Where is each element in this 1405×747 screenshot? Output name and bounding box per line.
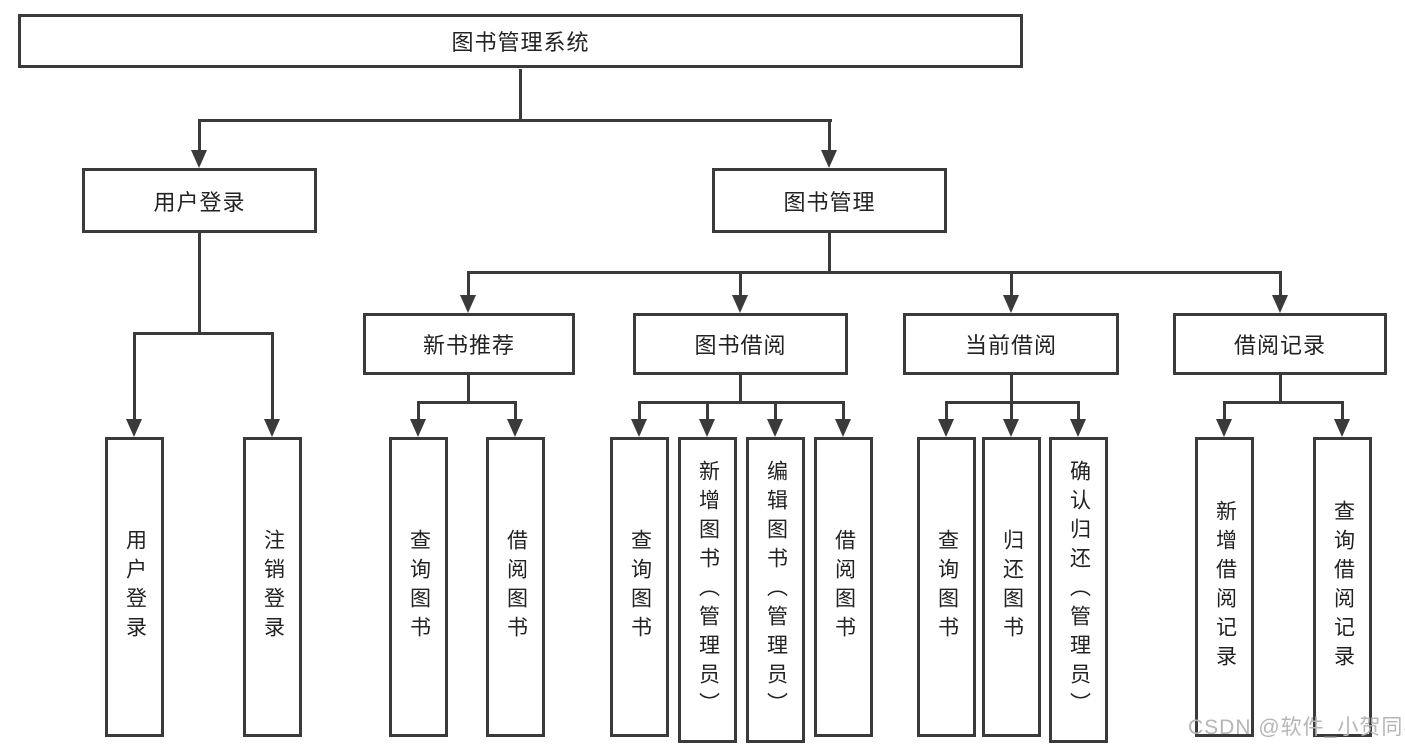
connector-line [417, 401, 420, 423]
arrowhead-down-icon [1003, 419, 1019, 437]
connector-line [1010, 401, 1013, 423]
arrowhead-down-icon [699, 419, 715, 437]
leaf-return-book: 归还图书 [982, 437, 1041, 737]
arrowhead-down-icon [1216, 419, 1232, 437]
leaf-add-borrow-record: 新增借阅记录 [1195, 437, 1254, 737]
leaf-query-book-2: 查询图书 [610, 437, 669, 737]
connector-line [828, 119, 831, 153]
connector-line [467, 271, 470, 301]
watermark: CSDN @软件_小贺同学 [1188, 716, 1405, 739]
connector-line [1341, 401, 1344, 423]
connector-line [514, 401, 517, 423]
arrowhead-down-icon [835, 419, 851, 437]
leaf-query-book-3: 查询图书 [917, 437, 976, 737]
arrowhead-down-icon [460, 295, 476, 313]
arrowhead-down-icon [410, 419, 426, 437]
connector-line [198, 119, 832, 122]
leaf-query-book-3-label: 查询图书 [935, 529, 959, 645]
connector-line [774, 401, 777, 423]
node-book-management: 图书管理 [712, 168, 947, 233]
node-book-borrow-label: 图书借阅 [694, 333, 787, 358]
connector-line [638, 401, 641, 423]
connector-line [842, 401, 845, 423]
leaf-logout-label: 注销登录 [261, 529, 285, 645]
node-new-book-recommend: 新书推荐 [363, 313, 575, 375]
connector-line [1223, 401, 1226, 423]
leaf-edit-book-admin-label: 编辑图书（管理员） [764, 459, 788, 721]
node-borrow-records: 借阅记录 [1173, 313, 1387, 375]
connector-line [198, 119, 201, 153]
leaf-add-book-admin-label: 新增图书（管理员） [696, 459, 720, 721]
arrowhead-down-icon [1070, 419, 1086, 437]
connector-line [638, 401, 845, 404]
arrowhead-down-icon [126, 419, 142, 437]
leaf-user-login-label: 用户登录 [123, 529, 147, 645]
leaf-borrow-book-1: 借阅图书 [486, 437, 545, 737]
connector-line [133, 332, 136, 422]
leaf-borrow-book-2-label: 借阅图书 [832, 529, 856, 645]
connector-line [467, 271, 1281, 274]
connector-line [945, 401, 948, 423]
arrowhead-down-icon [191, 150, 207, 168]
leaf-logout: 注销登录 [243, 437, 302, 737]
arrowhead-down-icon [631, 419, 647, 437]
node-book-borrow: 图书借阅 [633, 313, 848, 375]
leaf-query-borrow-record: 查询借阅记录 [1313, 437, 1372, 737]
connector-line [1279, 271, 1282, 301]
leaf-user-login: 用户登录 [105, 437, 164, 737]
leaf-add-book-admin: 新增图书（管理员） [678, 437, 737, 743]
arrowhead-down-icon [264, 419, 280, 437]
node-borrow-records-label: 借阅记录 [1233, 333, 1326, 358]
node-current-borrow-label: 当前借阅 [964, 333, 1057, 358]
leaf-confirm-return-admin-label: 确认归还（管理员） [1067, 459, 1091, 721]
arrowhead-down-icon [767, 419, 783, 437]
leaf-confirm-return-admin: 确认归还（管理员） [1049, 437, 1108, 743]
connector-line [706, 401, 709, 423]
arrowhead-down-icon [732, 295, 748, 313]
node-book-management-label: 图书管理 [783, 189, 876, 215]
node-current-borrow: 当前借阅 [903, 313, 1119, 375]
arrowhead-down-icon [507, 419, 523, 437]
connector-line [828, 233, 831, 273]
connector-line [1010, 374, 1013, 403]
node-user-login: 用户登录 [82, 168, 317, 233]
connector-line [739, 374, 742, 403]
arrowhead-down-icon [1272, 295, 1288, 313]
connector-line [1279, 374, 1282, 403]
connector-line [519, 69, 522, 121]
arrowhead-down-icon [1003, 295, 1019, 313]
leaf-edit-book-admin: 编辑图书（管理员） [746, 437, 805, 743]
leaf-return-book-label: 归还图书 [1000, 529, 1024, 645]
connector-line [739, 271, 742, 301]
node-user-login-label: 用户登录 [153, 189, 246, 215]
leaf-query-book-1-label: 查询图书 [407, 529, 431, 645]
leaf-query-book-2-label: 查询图书 [628, 529, 652, 645]
leaf-query-borrow-record-label: 查询借阅记录 [1331, 500, 1355, 674]
connector-line [1223, 401, 1344, 404]
connector-line [1077, 401, 1080, 423]
leaf-query-book-1: 查询图书 [389, 437, 448, 737]
node-root: 图书管理系统 [18, 14, 1023, 68]
connector-line [198, 233, 201, 334]
arrowhead-down-icon [1334, 419, 1350, 437]
node-root-label: 图书管理系统 [451, 30, 590, 55]
leaf-borrow-book-1-label: 借阅图书 [504, 529, 528, 645]
connector-line [467, 374, 470, 403]
connector-line [133, 332, 274, 335]
leaf-add-borrow-record-label: 新增借阅记录 [1213, 500, 1237, 674]
connector-line [271, 332, 274, 422]
arrowhead-down-icon [821, 150, 837, 168]
arrowhead-down-icon [938, 419, 954, 437]
node-new-book-recommend-label: 新书推荐 [422, 333, 515, 358]
connector-line [1010, 271, 1013, 301]
leaf-borrow-book-2: 借阅图书 [814, 437, 873, 737]
connector-line [417, 401, 517, 404]
